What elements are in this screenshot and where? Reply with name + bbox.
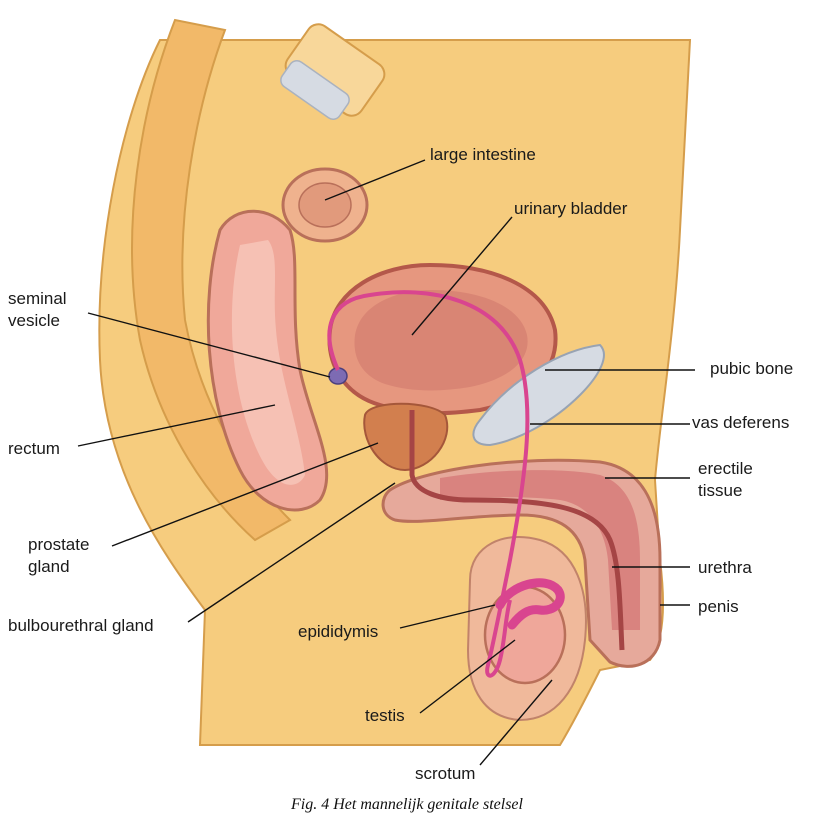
vertebra: [280, 60, 350, 120]
label-bulbourethral-gland: bulbourethral gland: [8, 616, 154, 635]
label-seminal-vesicle-1: seminal: [8, 289, 67, 308]
large-intestine-lumen: [298, 182, 352, 228]
leader-prostate-gland: [111, 442, 379, 547]
label-seminal-vesicle-2: vesicle: [8, 311, 60, 330]
leader-epididymis: [399, 604, 496, 629]
leader-urinary-bladder: [411, 216, 513, 336]
rectum-inner: [231, 240, 305, 485]
erectile-tissue-shape: [440, 470, 640, 630]
figure-caption: Fig. 4 Het mannelijk genitale stelsel: [291, 796, 523, 813]
anatomy-illustration: large intestine urinary bladder seminal …: [8, 18, 793, 783]
urethra-shape: [409, 410, 625, 651]
leader-large-intestine: [324, 159, 426, 201]
leader-scrotum: [479, 679, 553, 766]
label-urethra: urethra: [698, 558, 752, 577]
label-penis: penis: [698, 597, 739, 616]
label-large-intestine: large intestine: [430, 145, 536, 164]
vas-deferens-shape: [327, 290, 530, 678]
label-erectile-tissue-1: erectile: [698, 459, 753, 478]
leader-testis: [419, 639, 516, 714]
label-epididymis: epididymis: [298, 622, 378, 641]
label-scrotum: scrotum: [415, 764, 475, 783]
prostate-shape: [363, 402, 449, 472]
label-erectile-tissue-2: tissue: [698, 481, 742, 500]
label-urinary-bladder: urinary bladder: [514, 199, 628, 218]
label-prostate-gland-2: gland: [28, 557, 70, 576]
label-testis: testis: [365, 706, 405, 725]
label-prostate-gland-1: prostate: [28, 535, 89, 554]
label-vas-deferens: vas deferens: [692, 413, 789, 432]
seminal-vesicle-shape: [328, 367, 348, 385]
label-pubic-bone: pubic bone: [710, 359, 793, 378]
leader-bulbourethral-gland: [187, 482, 396, 623]
label-rectum: rectum: [8, 439, 60, 458]
sacrum: [131, 18, 292, 542]
leader-rectum: [77, 404, 276, 447]
leader-seminal-vesicle: [87, 312, 331, 378]
bladder-inner: [354, 290, 528, 391]
epididymis-shape: [495, 578, 565, 630]
